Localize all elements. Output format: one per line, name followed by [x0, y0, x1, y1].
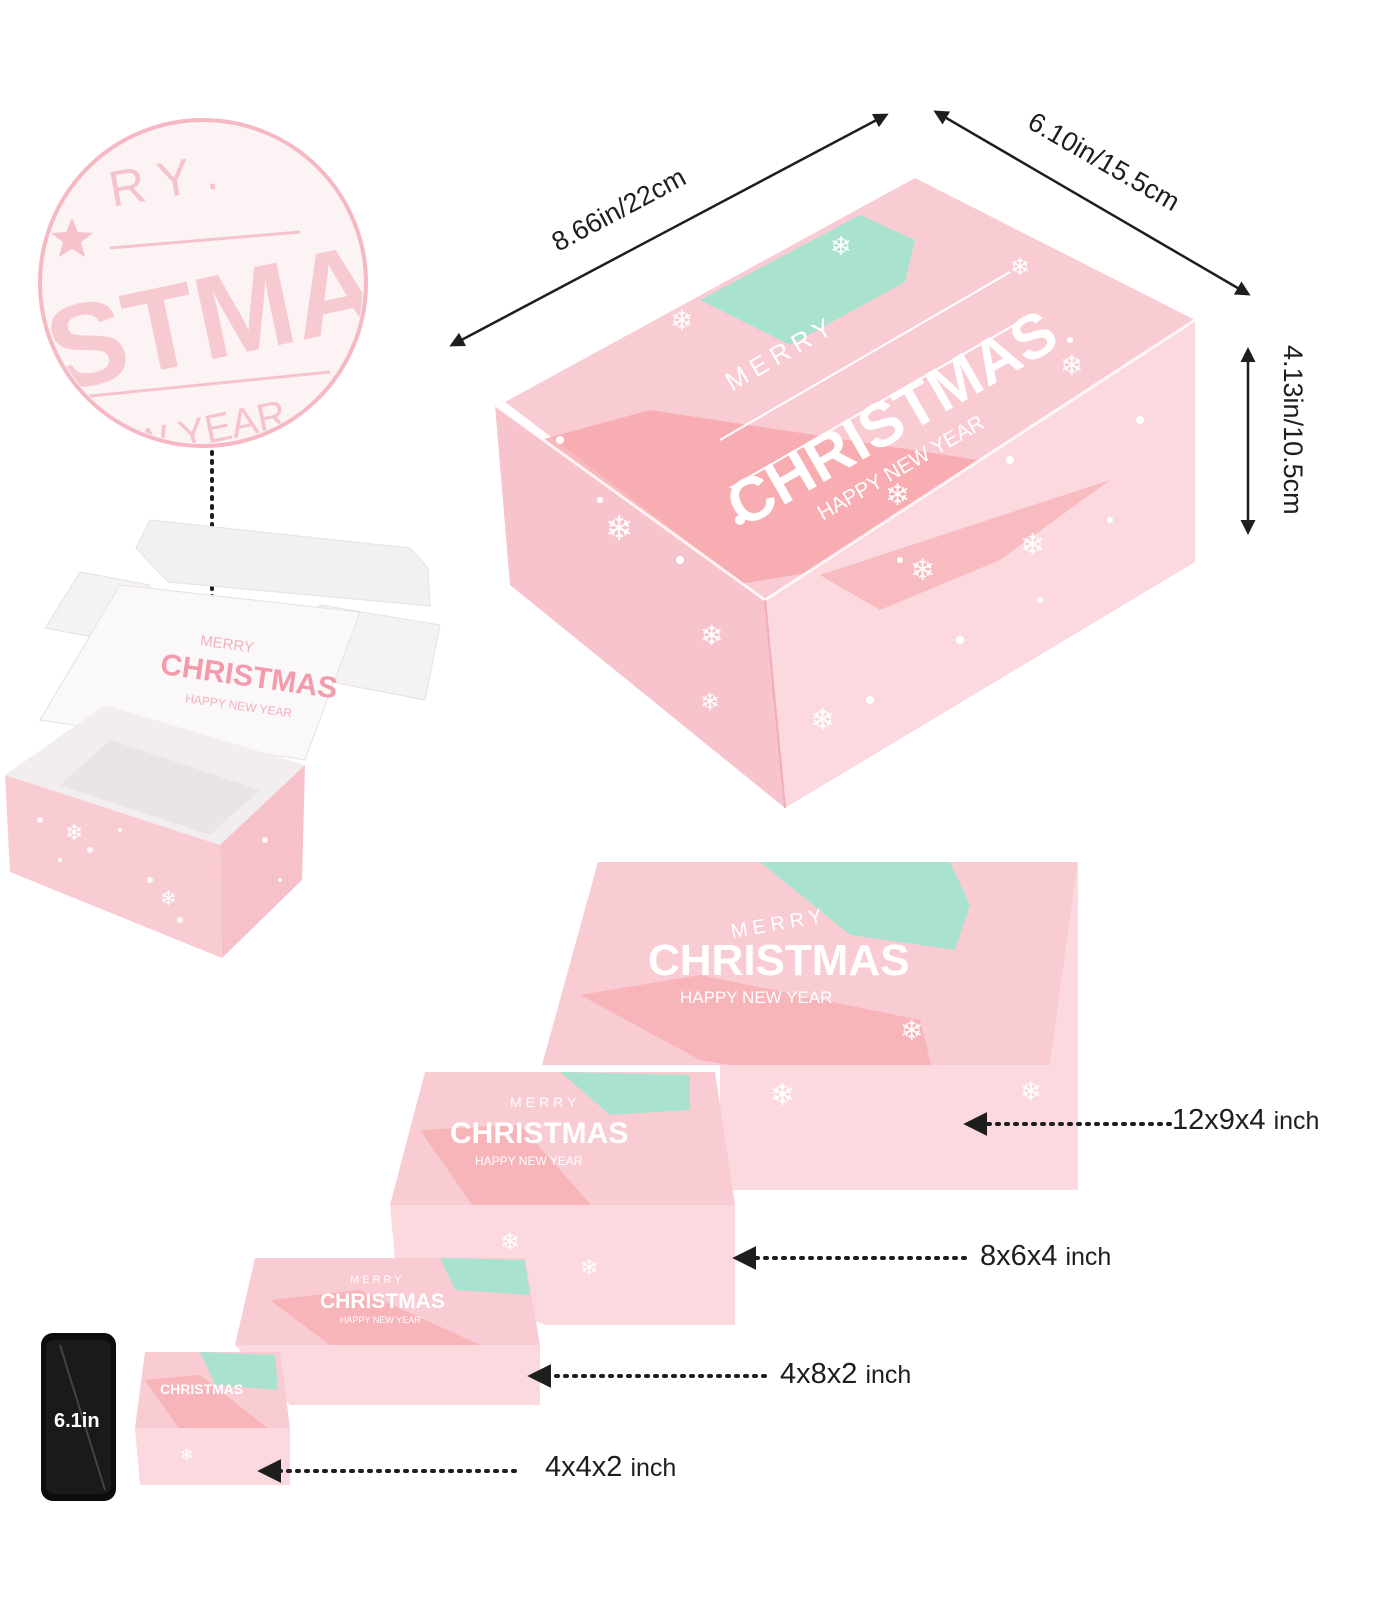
box-4x8-christmas: CHRISTMAS: [320, 1290, 445, 1313]
snowflake-icon: ❄: [605, 510, 634, 548]
height-dimension-label: 4.13in/10.5cm: [1278, 345, 1308, 515]
length-dimension-label: 8.66in/22cm: [547, 162, 691, 258]
phone-size-reference: 6.1in: [41, 1333, 116, 1501]
box-size-12x9x4: MERRY CHRISTMAS HAPPY NEW YEAR ❄ ❄ ❄: [542, 862, 1078, 1190]
main-box-illustration: MERRY CHRISTMAS HAPPY NEW YEAR ❄ ❄ ❄ ❄ ❄…: [494, 178, 1196, 809]
phone-size-label: 6.1in: [54, 1410, 100, 1432]
snowflake-icon: ❄: [160, 888, 177, 910]
snowflake-icon: ❄: [670, 305, 693, 336]
size-unit: inch: [1273, 1107, 1320, 1135]
snowflake-icon: ❄: [830, 231, 852, 261]
width-dimension-arrow: [933, 110, 1251, 296]
snowflake-icon: ❄: [700, 620, 723, 651]
size-unit: inch: [1065, 1243, 1112, 1271]
snowflake-icon: ❄: [910, 554, 935, 587]
snowflake-icon: ❄: [65, 820, 83, 845]
snowflake-icon: ❄: [1020, 529, 1045, 562]
size-label-4x8x2: 4x8x2 inch: [780, 1358, 911, 1391]
size-value: 4x4x2: [545, 1451, 623, 1483]
size-value: 12x9x4: [1172, 1104, 1266, 1136]
box-8-merry: MERRY: [510, 1094, 580, 1110]
box-size-4x8x2: MERRY CHRISTMAS HAPPY NEW YEAR: [235, 1258, 540, 1405]
box-4x8-newyear: HAPPY NEW YEAR: [340, 1315, 421, 1325]
box-4x8-merry: MERRY: [350, 1274, 405, 1286]
star-icon: [51, 218, 93, 257]
box-4x4-christmas: CHRISTMAS: [160, 1381, 243, 1397]
size-label-4x4x2: 4x4x2 inch: [545, 1451, 676, 1484]
size-value: 8x6x4: [980, 1240, 1058, 1272]
length-dimension-arrow: [449, 113, 889, 347]
box-8-newyear: HAPPY NEW YEAR: [475, 1154, 583, 1168]
snowflake-icon: ❄: [580, 1255, 598, 1280]
snowflake-icon: ❄: [1020, 1076, 1042, 1106]
box-12-christmas: CHRISTMAS: [648, 936, 910, 985]
box-size-4x4x2: CHRISTMAS ❄: [135, 1352, 290, 1485]
size-label-12x9x4: 12x9x4 inch: [1172, 1104, 1319, 1137]
width-dimension-label: 6.10in/15.5cm: [1023, 106, 1185, 217]
snowflake-icon: ❄: [810, 704, 835, 737]
size-label-8x6x4: 8x6x4 inch: [980, 1240, 1111, 1273]
box-8-christmas: CHRISTMAS: [450, 1117, 628, 1150]
box-12-newyear: HAPPY NEW YEAR: [680, 988, 832, 1007]
snowflake-icon: ❄: [885, 479, 910, 512]
snowflake-icon: ❄: [700, 689, 720, 716]
snowflake-icon: ❄: [1060, 350, 1083, 381]
snowflake-icon: ❄: [1010, 254, 1030, 281]
size-unit: inch: [865, 1361, 912, 1389]
snowflake-icon: ❄: [900, 1015, 923, 1046]
open-box-illustration: MERRY CHRISTMAS HAPPY NEW YEAR ❄ ❄: [5, 519, 441, 958]
snowflake-icon: ❄: [500, 1229, 520, 1256]
zoom-detail-circle: R Y . STMAS W YEAR: [38, 118, 368, 448]
size-unit: inch: [630, 1454, 677, 1482]
snowflake-icon: ❄: [180, 1447, 193, 1464]
size-value: 4x8x2: [780, 1358, 858, 1390]
snowflake-icon: ❄: [770, 1079, 795, 1112]
